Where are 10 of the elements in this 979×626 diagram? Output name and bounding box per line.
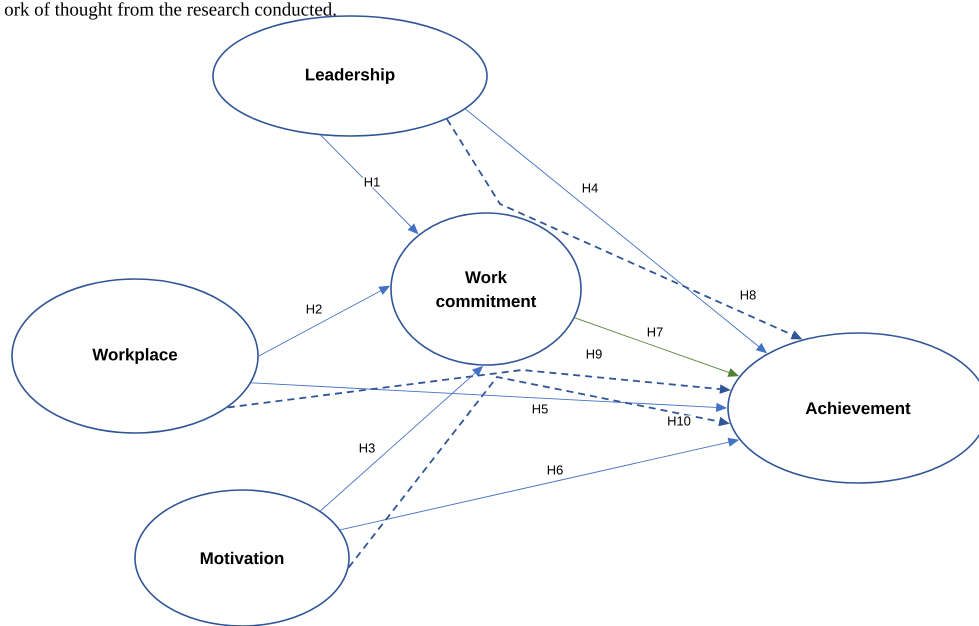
edge-label: H5: [530, 403, 550, 414]
edge-label: H1: [362, 176, 382, 188]
edge-label: H2: [304, 303, 324, 315]
edge-label: H7: [646, 326, 664, 338]
edge-label: H3: [358, 442, 376, 454]
edge-label: H4: [580, 182, 600, 194]
edge-label: H6: [546, 464, 564, 476]
edge-label: H10: [666, 415, 692, 427]
edge-label: H9: [584, 348, 604, 360]
edge-label: H8: [738, 289, 758, 301]
